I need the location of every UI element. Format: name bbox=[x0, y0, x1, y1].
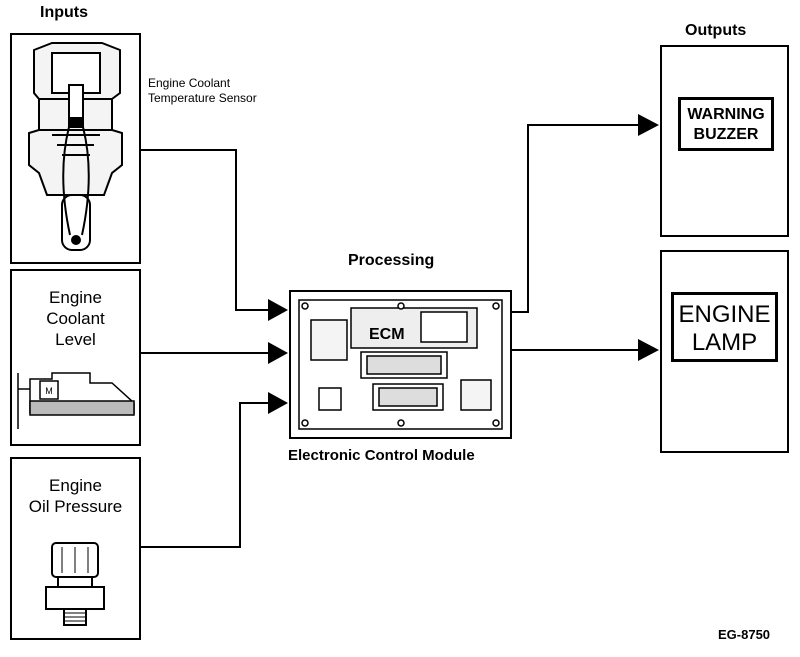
coolant-level-label: Engine Coolant Level bbox=[46, 288, 105, 349]
wire-oil-pressure bbox=[140, 402, 268, 548]
arrowhead-oil-pressure bbox=[268, 392, 288, 414]
coolant-temp-sensor-label: Engine Coolant Temperature Sensor bbox=[148, 76, 257, 105]
oil-pressure-box: Engine Oil Pressure bbox=[10, 457, 141, 640]
figure-id: EG-8750 bbox=[718, 627, 771, 642]
outputs-heading: Outputs bbox=[685, 22, 747, 39]
ecm-label: ECM bbox=[369, 326, 405, 343]
arrowhead-buzzer bbox=[638, 114, 659, 136]
warning-buzzer-box: WARNING BUZZER bbox=[660, 45, 789, 237]
ecm-caption: Electronic Control Module bbox=[288, 447, 475, 464]
coolant-temp-sensor-box bbox=[10, 33, 141, 264]
engine-lamp-label: ENGINE LAMP bbox=[671, 292, 778, 362]
ecm-module-icon bbox=[298, 299, 503, 430]
engine-lamp-box: ENGINE LAMP bbox=[660, 250, 789, 453]
processing-heading: Processing bbox=[348, 252, 435, 269]
wire-coolant-temp bbox=[140, 149, 268, 311]
arrowhead-coolant-level bbox=[268, 342, 288, 364]
arrowhead-coolant-temp bbox=[268, 299, 288, 321]
wire-buzzer bbox=[512, 124, 640, 313]
coolant-reservoir-icon: M bbox=[17, 372, 135, 429]
oil-pressure-switch-icon bbox=[45, 542, 105, 626]
level-motor-letter: M bbox=[45, 386, 53, 396]
coolant-temp-sensor-icon bbox=[28, 42, 123, 251]
inputs-heading: Inputs bbox=[40, 4, 88, 21]
coolant-level-box: Engine Coolant Level M bbox=[10, 269, 141, 446]
oil-pressure-label: Engine Oil Pressure bbox=[28, 476, 123, 516]
arrowhead-engine-lamp bbox=[638, 339, 659, 361]
ecm-box: ECM bbox=[289, 290, 512, 439]
warning-buzzer-label: WARNING BUZZER bbox=[678, 97, 774, 151]
